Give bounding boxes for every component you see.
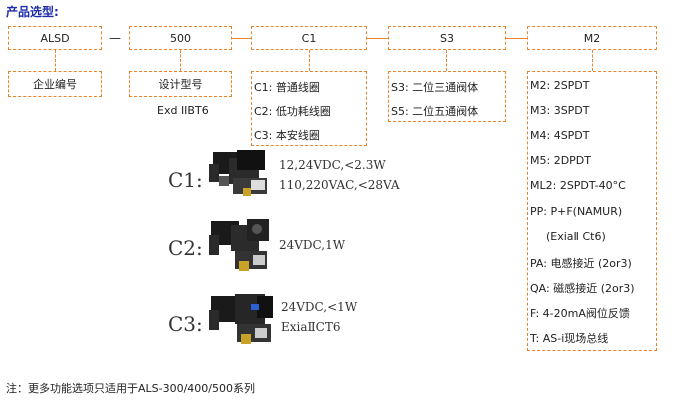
code-box-design: 500 [129, 26, 232, 50]
coil-option: C2: 低功耗线圈 [254, 105, 331, 118]
code-box-coil: C1 [251, 26, 367, 50]
switch-option: M3: 3SPDT [530, 104, 590, 117]
switch-option: F: 4-20mA阀位反馈 [530, 307, 630, 320]
switch-options-box: M2: 2SPDT M3: 3SPDT M4: 4SPDT M5: 2DPDT … [527, 71, 657, 351]
connector-line [367, 38, 388, 39]
code-box-switch: M2 [527, 26, 657, 50]
switch-option: M4: 4SPDT [530, 129, 590, 142]
code-value: M2 [583, 31, 601, 45]
coil-spec-label: C1: [168, 168, 203, 192]
switch-option: QA: 磁感接近 (2or3) [530, 282, 635, 295]
page-title: 产品选型: [6, 5, 59, 19]
exd-label: Exd IIBT6 [157, 104, 209, 117]
solenoid-valve-image [207, 148, 273, 204]
solenoid-valve-image [207, 290, 277, 348]
valve-option: S5: 二位五通阀体 [391, 105, 479, 118]
switch-option: M5: 2DPDT [530, 154, 591, 167]
switch-option: PP: P+F(NAMUR) [530, 205, 623, 218]
connector-vertical [592, 50, 593, 71]
coil-spec-line: 24VDC,<1W [281, 300, 358, 314]
label-box-company: 企业编号 [8, 71, 102, 97]
code-value: 500 [170, 31, 191, 45]
code-value: C1 [301, 31, 317, 45]
coil-spec-line: 12,24VDC,<2.3W [279, 158, 386, 172]
switch-option: (ExiaⅡ Ct6) [546, 230, 606, 243]
coil-spec-label: C2: [168, 236, 203, 260]
coil-options-box: C1: 普通线圈 C2: 低功耗线圈 C3: 本安线圈 [251, 71, 367, 146]
valve-option: S3: 二位三通阀体 [391, 81, 479, 94]
coil-spec-line: 110,220VAC,<28VA [279, 178, 400, 192]
connector-line [232, 38, 251, 39]
code-box-company: ALSD [8, 26, 102, 50]
code-value: S3 [440, 31, 454, 45]
valve-options-box: S3: 二位三通阀体 S5: 二位五通阀体 [388, 71, 506, 122]
design-label: 设计型号 [158, 78, 203, 91]
connector-vertical [446, 50, 447, 71]
connector-vertical [309, 50, 310, 71]
connector-vertical [180, 50, 181, 71]
company-label: 企业编号 [33, 78, 77, 91]
switch-option: ML2: 2SPDT-40°C [530, 179, 626, 192]
switch-option: PA: 电感接近 (2or3) [530, 257, 632, 270]
label-box-design: 设计型号 [129, 71, 232, 97]
coil-spec-line: ExiaⅡCT6 [281, 320, 341, 334]
switch-option: M2: 2SPDT [530, 79, 590, 92]
solenoid-valve-image [207, 217, 273, 275]
dash: — [109, 31, 121, 45]
coil-option: C3: 本安线圈 [254, 129, 320, 142]
code-value: ALSD [40, 31, 70, 45]
coil-option: C1: 普通线圈 [254, 81, 320, 94]
switch-option: T: AS-i现场总线 [530, 332, 609, 345]
coil-spec-label: C3: [168, 312, 203, 336]
connector-vertical [55, 50, 56, 71]
code-box-valve: S3 [388, 26, 506, 50]
connector-line [506, 38, 527, 39]
coil-spec-line: 24VDC,1W [279, 238, 346, 252]
footnote: 注：更多功能选项只适用于ALS-300/400/500系列 [6, 382, 256, 395]
